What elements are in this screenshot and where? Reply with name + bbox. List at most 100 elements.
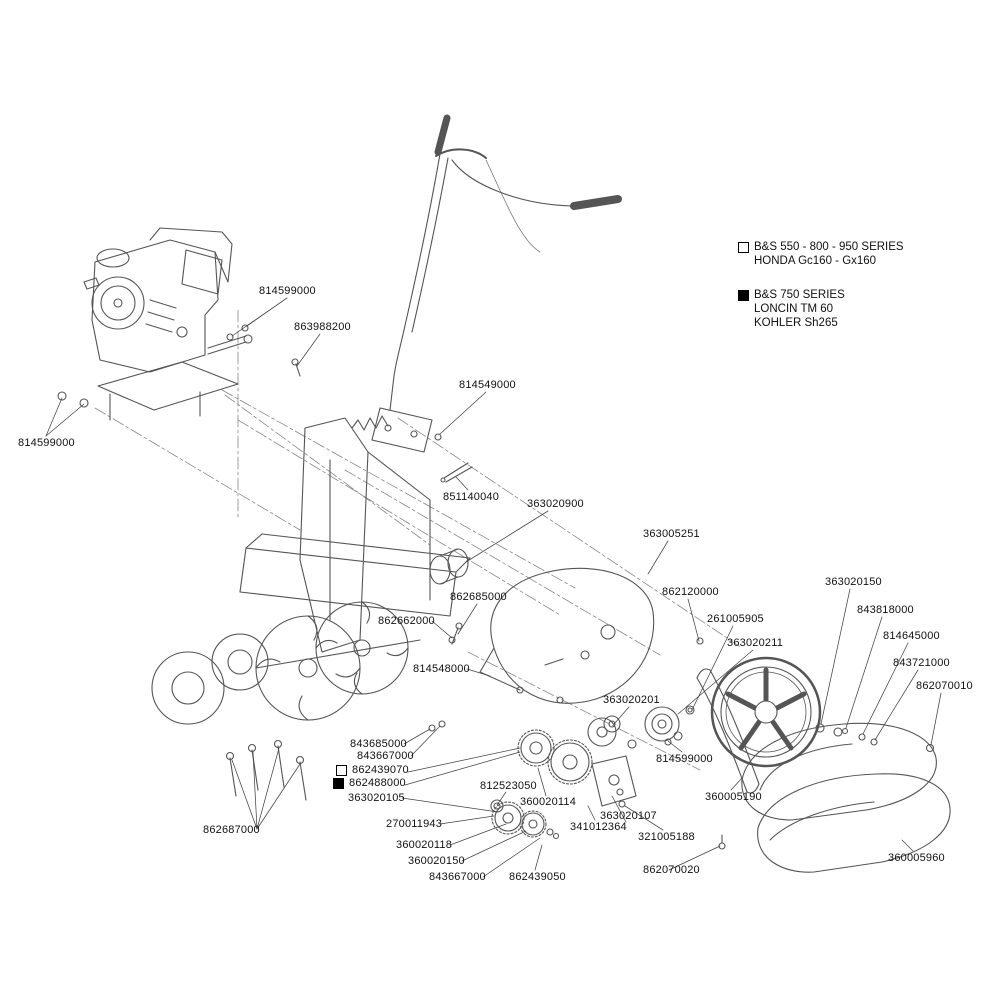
part-number-label: 862488000 [333,777,406,789]
part-number-label: 843818000 [857,604,914,616]
wheels-and-tines [151,601,421,725]
part-number-label: 363005251 [643,528,700,540]
legend-line: LONCIN TM 60 [754,303,834,315]
part-number-label: 862439050 [509,871,566,883]
part-number-text: 812523050 [480,780,537,792]
part-number-text: 261005905 [707,613,764,625]
part-number-label: 363020900 [527,498,584,510]
part-number-text: 363005251 [643,528,700,540]
part-number-label: 814645000 [883,630,940,642]
roller [429,548,469,585]
open-square-icon [738,242,749,253]
fasteners [57,324,723,844]
part-number-text: 360020150 [408,855,465,867]
part-number-label: 814548000 [413,663,470,675]
part-number-text: 862070010 [916,680,973,692]
part-number-label: 360020118 [396,839,452,851]
part-number-label: 321005188 [638,831,695,843]
part-number-label: 360005190 [705,791,762,803]
filled-square-icon [738,290,749,301]
part-number-label: 363020201 [603,694,660,706]
part-number-text: 270011943 [386,818,443,830]
part-number-label: 851140040 [443,491,499,503]
part-number-text: 862685000 [450,591,507,603]
legend-item-series-a: B&S 550 - 800 - 950 SERIES HONDA Gc160 -… [738,240,904,268]
part-number-text: 363020105 [348,792,405,804]
part-number-label: 843667000 [357,750,414,762]
part-number-label: 862439070 [336,764,409,776]
part-number-text: 814599000 [18,437,75,449]
part-number-text: 814548000 [413,663,470,675]
part-number-text: 814645000 [883,630,940,642]
legend-item-series-b: B&S 750 SERIES LONCIN TM 60 KOHLER Sh265 [738,288,904,330]
part-number-text: 843685000 [350,738,407,750]
part-number-label: 270011943 [386,818,442,830]
part-number-label: 862070020 [643,864,700,876]
part-number-label: 862662000 [378,615,435,627]
part-number-text: 363020150 [825,576,882,588]
filled-square-icon [333,777,344,789]
part-number-label: 363020105 [348,792,405,804]
open-square-icon [336,764,347,776]
part-number-label: 862070010 [916,680,973,692]
part-number-label: 862687000 [203,824,260,836]
part-number-label: 814549000 [459,379,516,391]
legend-line: B&S 750 SERIES [754,289,845,301]
part-number-text: 862687000 [203,824,260,836]
part-number-text: 843667000 [429,871,486,883]
part-number-text: 360020118 [396,839,453,851]
legend: B&S 550 - 800 - 950 SERIES HONDA Gc160 -… [738,240,904,350]
part-number-text: 851140040 [443,491,500,503]
part-number-label: 812523050 [480,780,537,792]
part-number-text: 862120000 [662,586,719,598]
part-number-label: 863988200 [294,321,351,333]
legend-line: B&S 550 - 800 - 950 SERIES [754,241,904,253]
part-number-label: 360005960 [888,852,945,864]
part-number-label: 814599000 [18,437,75,449]
part-number-text: 360005960 [888,852,945,864]
part-number-label: 843667000 [429,871,486,883]
part-number-text: 341012364 [570,821,627,833]
part-number-text: 862070020 [643,864,700,876]
part-number-text: 863988200 [294,321,351,333]
part-number-text: 363020900 [527,498,584,510]
part-number-text: 843818000 [857,604,914,616]
part-number-text: 814549000 [459,379,516,391]
part-number-text: 843667000 [357,750,414,762]
part-number-label: 363020211 [727,637,783,649]
part-number-text: 363020201 [603,694,660,706]
part-number-label: 862120000 [662,586,719,598]
legend-line: HONDA Gc160 - Gx160 [754,255,877,267]
part-number-text: 862662000 [378,615,435,627]
part-number-label: 360020114 [520,796,576,808]
part-number-label: 843721000 [893,657,950,669]
part-number-text: 321005188 [638,831,695,843]
part-number-text: 360020114 [520,796,577,808]
part-number-text: 843721000 [893,657,950,669]
part-number-label: 814599000 [656,753,713,765]
part-number-text: 814599000 [656,753,713,765]
part-number-label: 843685000 [350,738,407,750]
part-number-label: 360020150 [408,855,465,867]
part-number-text: 862439070 [352,764,409,776]
part-number-text: 814599000 [259,285,316,297]
part-number-label: 363020107 [600,810,657,822]
leader-lines [45,297,942,878]
part-number-label: 341012364 [570,821,627,833]
belt-cover-plate [479,567,655,704]
part-number-text: 862439050 [509,871,566,883]
part-number-label: 363020150 [825,576,882,588]
axis-lines [94,309,743,771]
part-number-label: 261005905 [707,613,764,625]
part-number-text: 363020107 [600,810,657,822]
part-number-label: 814599000 [259,285,316,297]
part-number-text: 360005190 [705,791,762,803]
part-number-text: 363020211 [727,637,784,649]
part-number-label: 862685000 [450,591,507,603]
legend-line: KOHLER Sh265 [754,317,838,329]
part-number-text: 862488000 [349,777,406,789]
handlebar [351,114,622,453]
